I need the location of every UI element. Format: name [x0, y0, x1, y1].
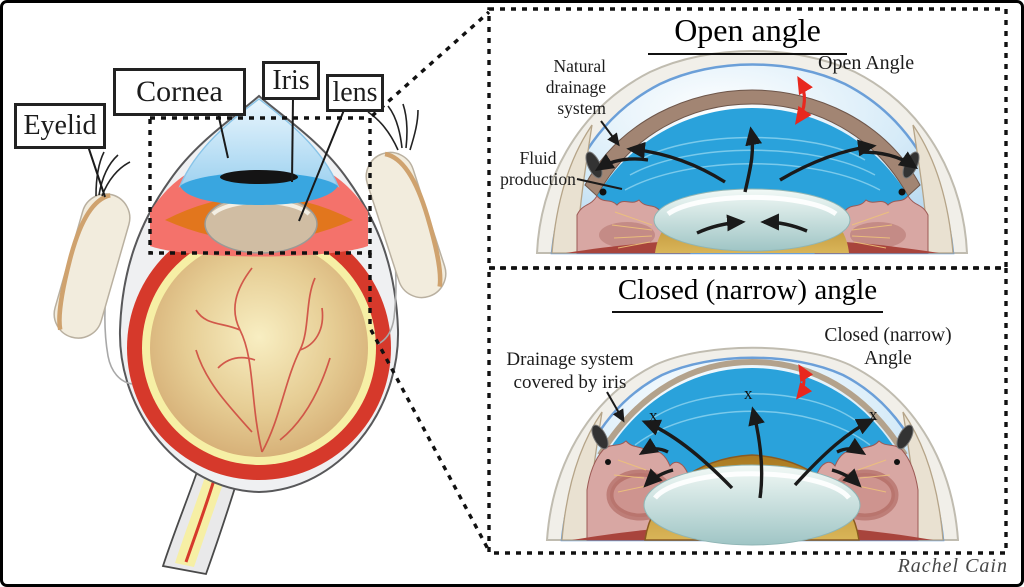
eyelashes-left-icon [95, 151, 131, 197]
eyelid-right [365, 103, 447, 345]
open-angle-title: Open angle [489, 12, 1006, 55]
open-panel-border [487, 7, 1008, 270]
eyelid-label: Eyelid [23, 110, 97, 141]
open-angle-annotation: Open Angle [818, 52, 915, 74]
artist-signature: Rachel Cain [897, 555, 1008, 577]
label-leader-lines [87, 97, 345, 222]
closed-panel-border [487, 266, 1008, 555]
iris-label: Iris [272, 64, 310, 96]
lens-label: lens [332, 77, 378, 108]
natural-drainage-label: Natural drainage system [545, 56, 606, 118]
fluid-production-label: Fluid production [500, 148, 576, 189]
cornea-label: Cornea [136, 75, 223, 108]
lens-highlight [653, 471, 851, 500]
natural-drainage-pointer [600, 120, 620, 147]
label-box-iris: Iris [262, 61, 320, 100]
covered-drainage-pointer [606, 391, 625, 423]
blocked-x-right: x [869, 405, 878, 424]
lens-shape [643, 464, 861, 546]
drainage-canal-right [894, 424, 914, 465]
lens-shape [653, 188, 851, 252]
lens-highlight [666, 194, 838, 217]
label-box-cornea: Cornea [113, 68, 246, 116]
vitreous-body [150, 239, 368, 457]
label-box-lens: lens [326, 74, 384, 112]
blocked-x-center: x [744, 384, 753, 403]
blocked-x-left: x [649, 406, 658, 425]
left-eye-diagram [53, 10, 491, 576]
closed-angle-title: Closed (narrow) angle [489, 274, 1006, 313]
zonule-fibers [611, 211, 893, 249]
zoom-connector-lines [368, 10, 491, 552]
optic-nerve-icon [161, 471, 240, 576]
label-box-eyelid: Eyelid [14, 103, 106, 149]
covered-drainage-label: Drainage system covered by iris [506, 349, 634, 393]
retinal-blood-vessels [195, 267, 331, 453]
fluid-flow-arrows [594, 126, 919, 235]
eyelashes-right-icon [367, 103, 419, 151]
closed-angle-annotation: Closed (narrow) Angle [824, 325, 952, 369]
zoom-region-box [148, 116, 372, 255]
open-angle-arrow [794, 75, 813, 125]
drainage-canal-left [591, 424, 611, 465]
eyelid-left [53, 151, 133, 385]
pupil-slit [220, 170, 298, 184]
anterior-segment [150, 98, 368, 257]
anterior-chamber [180, 172, 338, 205]
zonule-fibers [613, 459, 891, 493]
closed-angle-arrow [795, 364, 814, 400]
closed-angle-anatomy: x x x [545, 346, 960, 546]
cornea-inner-band [597, 358, 908, 457]
open-angle-anatomy [535, 50, 969, 255]
fluid-production-pointer [576, 178, 623, 190]
fluid-flow-arrows [638, 406, 876, 499]
